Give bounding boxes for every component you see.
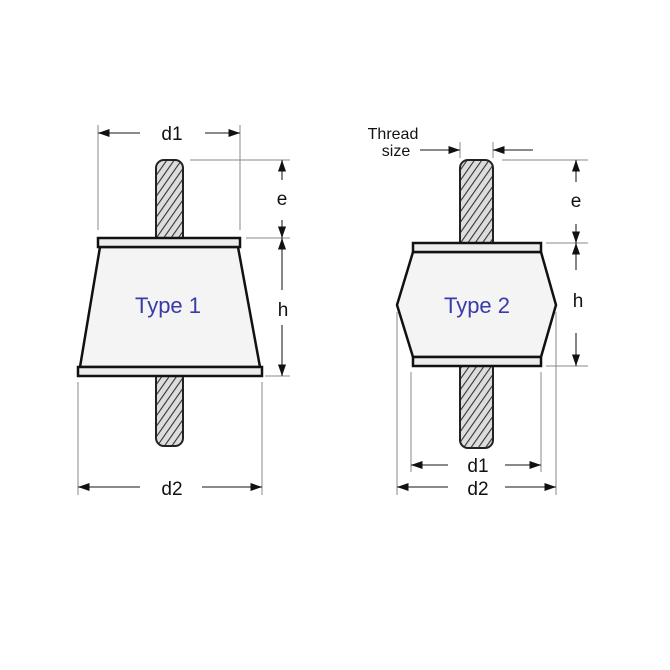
- type1-bottom-plate: [76, 365, 264, 378]
- type2-top-stud: [459, 159, 494, 251]
- thread-size-label-line2: size: [382, 143, 411, 160]
- type2-d2-label: d2: [467, 479, 488, 500]
- type2-mount: Type 2 Thread size e h d1 d2: [368, 126, 588, 500]
- type2-title: Type 2: [444, 293, 510, 318]
- type1-d2-label: d2: [161, 479, 182, 500]
- type2-e-label: e: [571, 191, 582, 212]
- type1-e-label: e: [277, 189, 288, 210]
- type1-h-label: h: [278, 300, 289, 321]
- type2-bottom-plate: [411, 355, 543, 368]
- type2-top-plate: [411, 241, 543, 254]
- type1-d1-label: d1: [161, 124, 182, 145]
- type1-top-stud: [155, 159, 184, 247]
- type1-mount: Type 1 d1 d2 e h: [76, 124, 290, 500]
- type2-d1-label: d1: [467, 456, 488, 477]
- type2-h-label: h: [573, 291, 584, 312]
- type2-bottom-stud: [459, 359, 494, 449]
- type1-bottom-stud: [155, 369, 184, 447]
- type1-title: Type 1: [135, 293, 201, 318]
- type1-top-plate: [96, 236, 242, 249]
- thread-size-label-line1: Thread: [368, 126, 419, 143]
